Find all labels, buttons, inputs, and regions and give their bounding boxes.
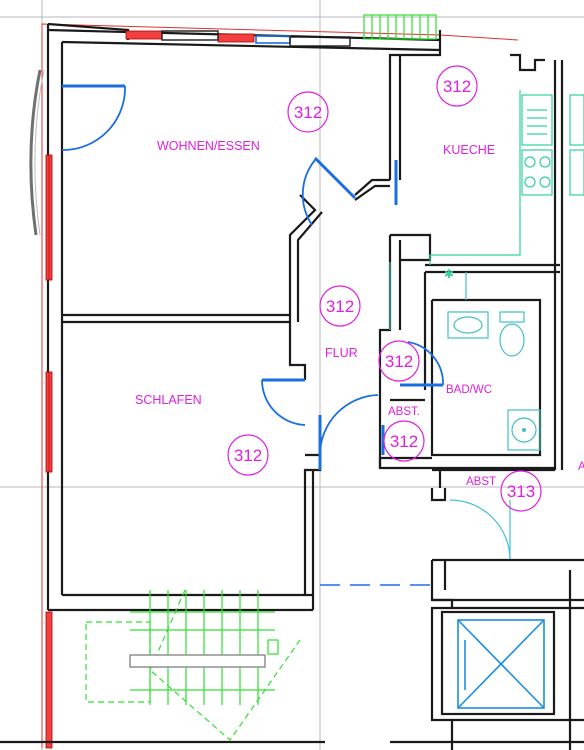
room-tag-wohnen-number: 312 <box>294 103 322 122</box>
staircase <box>85 589 301 741</box>
elevator <box>457 619 545 709</box>
kitchen-counter: ✱ <box>429 90 584 281</box>
room-tag-schlafen-number: 312 <box>234 446 262 465</box>
room-tag-bad: 312 <box>378 340 420 382</box>
bay-window <box>29 69 42 236</box>
lower-right-walls <box>0 558 584 750</box>
room-label-schlafen: SCHLAFEN <box>135 393 202 407</box>
room-tag-bad-number: 312 <box>385 352 413 371</box>
room-tag-kueche-number: 312 <box>443 77 471 96</box>
room-tag-wohnen: 312 <box>287 91 329 133</box>
room-tag-flur: 312 <box>319 285 361 327</box>
room-label-kueche: KUECHE <box>443 143 495 157</box>
top-windows <box>125 30 351 47</box>
doors <box>61 84 511 561</box>
room-tag-abst-313: 313 <box>500 470 542 512</box>
room-tag-flur-number: 312 <box>326 297 354 316</box>
room-label-wohnen: WOHNEN/ESSEN <box>157 139 260 153</box>
room-label-abst-312: ABST. <box>388 406 420 418</box>
edge-fragment-label: A <box>578 461 584 473</box>
room-tag-abst-312-number: 312 <box>390 432 418 451</box>
bathroom-fixtures <box>389 262 541 451</box>
room-tag-abst-312: 312 <box>383 420 425 462</box>
room-label-bad: BAD/WC <box>446 384 492 396</box>
room-tag-schlafen: 312 <box>227 434 269 476</box>
room-tag-kueche: 312 <box>436 65 478 107</box>
room-tag-abst-313-number: 313 <box>507 482 535 501</box>
room-label-abst-313: ABST <box>466 476 496 488</box>
balcony-grid <box>363 14 437 40</box>
left-windows <box>45 154 53 749</box>
boundary-line <box>41 23 519 748</box>
outer-walls <box>46 22 545 612</box>
room-label-flur: FLUR <box>325 346 358 360</box>
svg-text:✱: ✱ <box>444 267 454 281</box>
